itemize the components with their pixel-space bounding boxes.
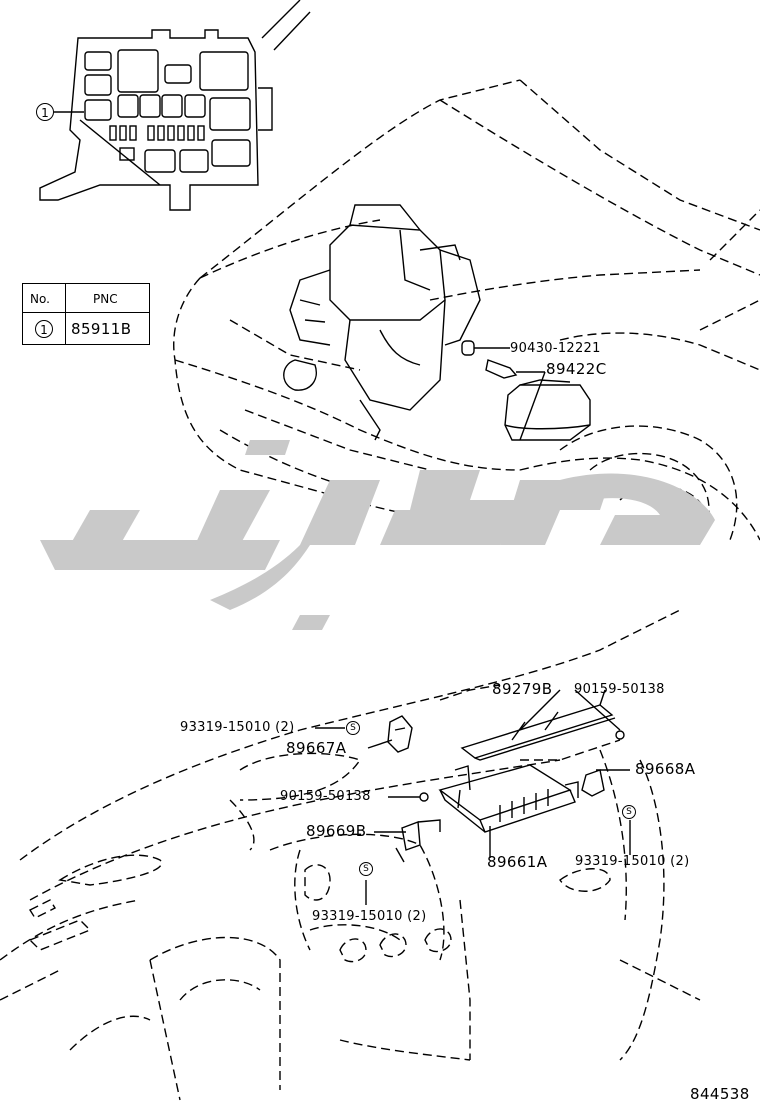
pnc-table-header-row xyxy=(23,284,149,313)
part-label-89669B: 89669B xyxy=(306,822,367,840)
part-label-90159-50138-top: 90159-50138 xyxy=(574,682,665,697)
engine-bay-drawing xyxy=(283,204,481,441)
part-label-89661A: 89661A xyxy=(487,853,548,871)
figure-number: 844538 xyxy=(690,1085,750,1103)
part-label-93319-15010-bottom: 93319-15010 (2) xyxy=(312,909,427,924)
clip-symbol-bottom: S xyxy=(359,862,373,876)
instrument-panel-drawing xyxy=(0,609,701,1101)
part-label-89422C: 89422C xyxy=(546,360,607,378)
part-label-93319-15010-left: 93319-15010 (2) xyxy=(180,720,295,735)
clip-symbol-right: S xyxy=(622,805,636,819)
sensor-assembly-drawing xyxy=(461,340,591,441)
pnc-table: No. PNC 1 85911B xyxy=(22,283,150,345)
part-label-90430-12221: 90430-12221 xyxy=(510,341,601,356)
part-label-90159-50138-mid: 90159-50138 xyxy=(280,789,371,804)
part-label-89668A: 89668A xyxy=(635,760,696,778)
pnc-header-pnc: PNC xyxy=(93,292,118,306)
airbag-sensor-parts-drawing xyxy=(315,689,631,905)
part-label-93319-15010-right: 93319-15010 (2) xyxy=(575,854,690,869)
callout-1-circle: 1 xyxy=(36,103,54,121)
pnc-header-no: No. xyxy=(30,292,50,306)
pnc-row-no: 1 xyxy=(35,320,53,338)
pnc-table-divider xyxy=(65,284,66,344)
pnc-row-value: 85911B xyxy=(71,320,132,338)
relay-block-drawing xyxy=(39,0,311,211)
clip-symbol-left: S xyxy=(346,721,360,735)
part-label-89667A: 89667A xyxy=(286,739,347,757)
watermark-logo xyxy=(40,440,715,630)
part-label-89279B: 89279B xyxy=(492,680,553,698)
